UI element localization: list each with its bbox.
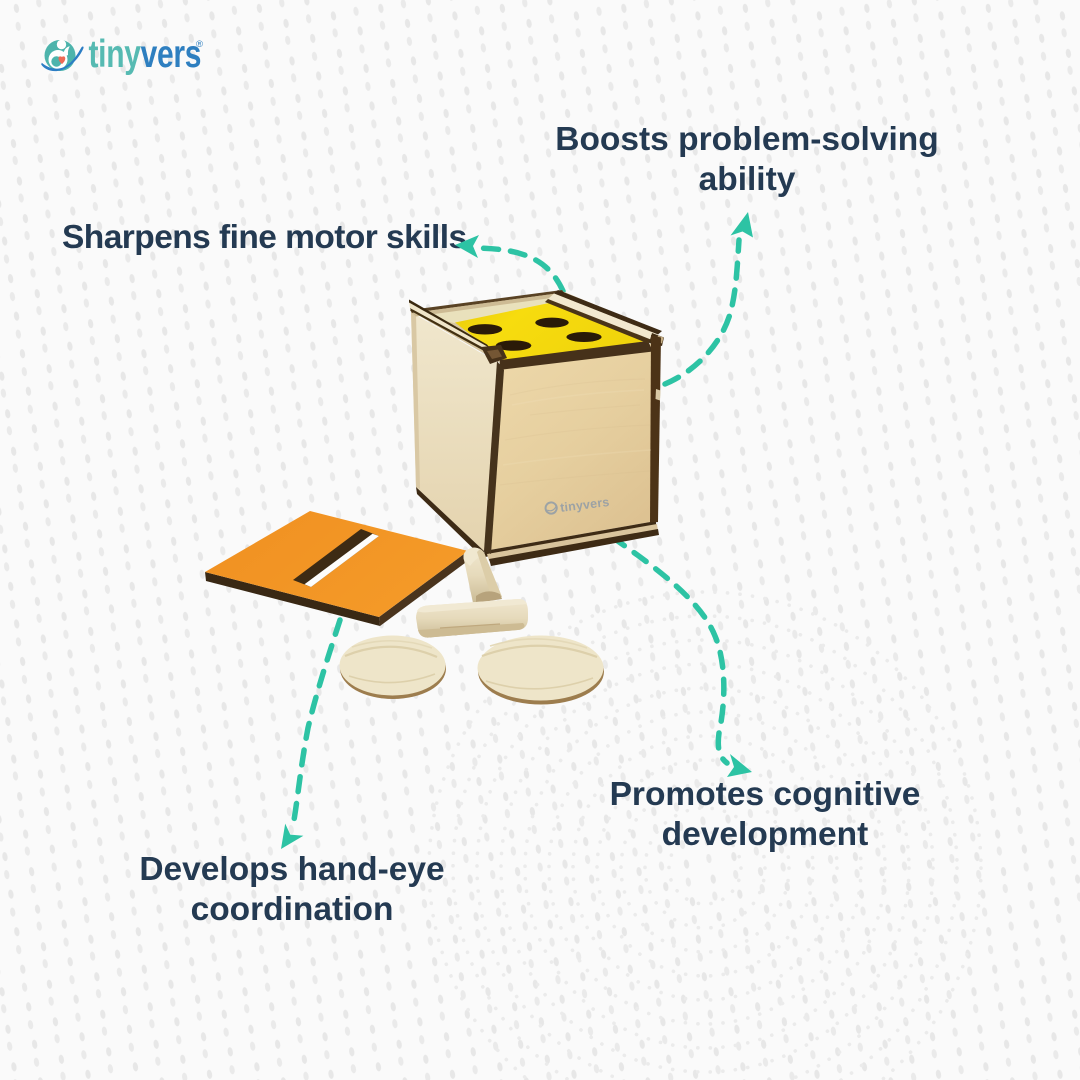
svg-text:coordination: coordination	[191, 891, 394, 928]
svg-text:ability: ability	[699, 161, 796, 198]
svg-text:tinyvers: tinyvers	[559, 495, 610, 515]
svg-text:development: development	[662, 816, 869, 853]
svg-text:®: ®	[196, 39, 203, 50]
svg-text:Develops hand-eye: Develops hand-eye	[139, 851, 444, 888]
svg-text:Boosts problem-solving: Boosts problem-solving	[555, 121, 938, 158]
svg-text:Sharpens fine motor skills: Sharpens fine motor skills	[62, 219, 467, 256]
svg-text:tinyvers: tinyvers	[89, 33, 202, 76]
svg-text:Promotes cognitive: Promotes cognitive	[610, 776, 921, 813]
